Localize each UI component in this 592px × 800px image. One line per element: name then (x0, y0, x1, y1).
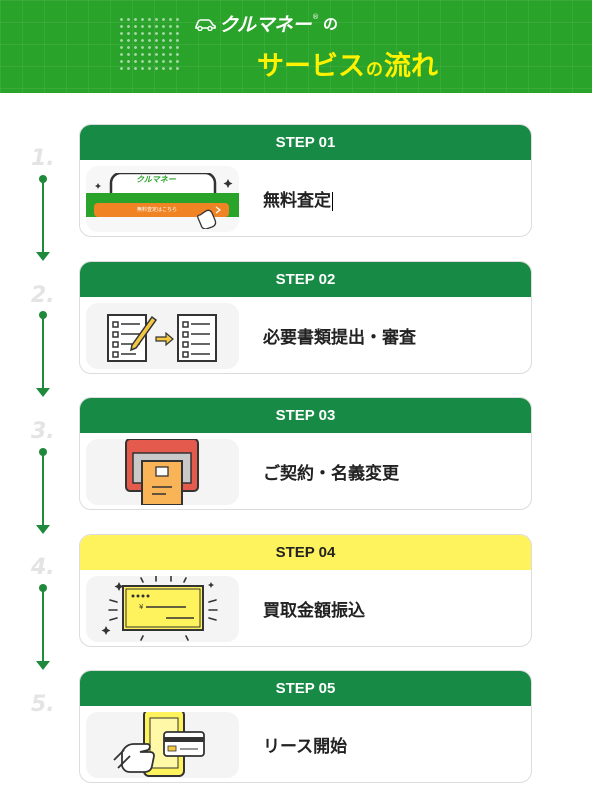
step-number-2: 2. (31, 283, 55, 308)
phone-brand-text: クルマネー (136, 175, 176, 184)
timeline-arrow-icon (36, 525, 50, 534)
timeline-line (42, 315, 44, 389)
title-particle: の (366, 60, 383, 80)
timeline-arrow-icon (36, 388, 50, 397)
page-title: サービス の 流れ (257, 44, 438, 83)
step-card-4: STEP 04 ¥ 買取金額振込 (79, 534, 532, 647)
car-icon (195, 18, 216, 31)
step-label: リース開始 (263, 737, 348, 757)
step-card-2: STEP 02 必要書類提出・審査 (79, 261, 532, 374)
step-card-1: STEP 01 クルマネー 無料査定はこちら 無料査定 (79, 124, 532, 237)
svg-text:¥: ¥ (139, 603, 144, 611)
logo-particle: の (322, 15, 338, 33)
title-part1: サービス (257, 51, 365, 82)
step-label: 無料査定 (263, 186, 333, 211)
documents-review-icon (86, 303, 239, 369)
step-header: STEP 02 (80, 262, 531, 297)
step-number-3: 3. (31, 419, 55, 444)
step-header: STEP 03 (80, 398, 531, 433)
step-label: 買取金額振込 (263, 601, 365, 621)
step-number-4: 4. (31, 555, 55, 580)
step-number-5: 5. (31, 692, 55, 717)
step-card-3: STEP 03 ご契約・名義変更 (79, 397, 532, 510)
assessment-button-text: 無料査定はこちら (137, 207, 178, 213)
step-card-5: STEP 05 リース開始 (79, 670, 532, 783)
text-cursor (332, 191, 333, 211)
timeline-arrow-icon (36, 252, 50, 261)
timeline-arrow-icon (36, 661, 50, 670)
brand-logo: クルマネー ® の (194, 10, 338, 37)
decorative-dot-grid (118, 16, 180, 74)
registered-mark: ® (311, 12, 319, 21)
step-label: ご契約・名義変更 (263, 464, 399, 484)
step-label-text: 無料査定 (263, 191, 331, 211)
timeline-line (42, 588, 44, 662)
smartphone-card-icon (86, 712, 239, 778)
title-part2: 流れ (384, 51, 438, 82)
payment-check-icon: ¥ (86, 576, 239, 642)
step-label: 必要書類提出・審査 (263, 328, 416, 348)
step-header: STEP 04 (80, 535, 531, 570)
step-header: STEP 01 (80, 125, 531, 160)
step-header: STEP 05 (80, 671, 531, 706)
smartphone-assessment-icon: クルマネー 無料査定はこちら (86, 166, 239, 232)
mailbox-contract-icon (86, 439, 239, 505)
timeline-line (42, 179, 44, 253)
logo-text: クルマネー (219, 14, 311, 36)
timeline-line (42, 452, 44, 526)
step-number-1: 1. (31, 146, 55, 171)
phone-screen-illustration (86, 173, 239, 229)
page-header: クルマネー ® の サービス の 流れ (0, 0, 592, 93)
